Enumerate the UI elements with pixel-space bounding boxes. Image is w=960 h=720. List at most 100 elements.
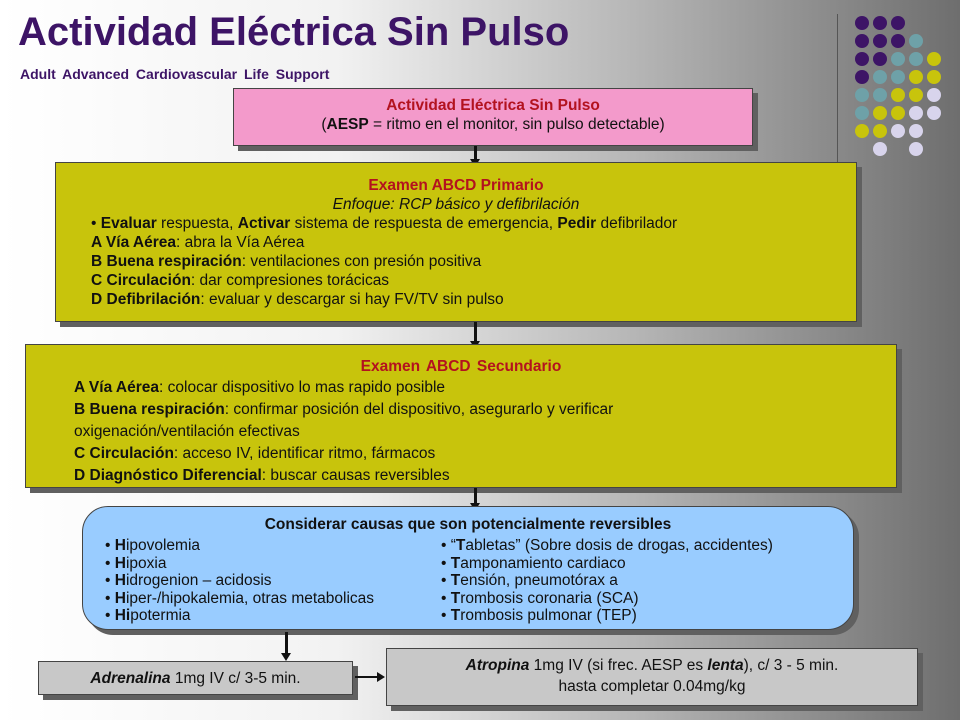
- line-text: : colocar dispositivo lo mas rapido posi…: [159, 379, 446, 396]
- atropine-drug: Atropina: [465, 657, 530, 674]
- cause-letter: H: [114, 572, 126, 589]
- dot: [909, 124, 923, 138]
- cause-letter: H: [114, 589, 126, 607]
- primary-line-d: D Defibrilación: evaluar y descargar si …: [91, 290, 856, 309]
- activar-word: Activar: [237, 215, 291, 232]
- pea-definition-box: Actividad Eléctrica Sin Pulso (AESP = ri…: [233, 88, 753, 146]
- cause-text: abletas” (Sobre dosis de drogas, acciden…: [465, 537, 773, 554]
- atropine-line2: hasta completar 0.04mg/kg: [558, 678, 746, 695]
- line-text: : confirmar posición del dispositivo, as…: [224, 401, 614, 418]
- secondary-abcd-box: Examen ABCD Secundario A Vía Aérea: colo…: [25, 344, 897, 488]
- evaluar-word: Evaluar: [100, 215, 157, 232]
- line-text: sistema de respuesta de emergencia,: [290, 215, 558, 232]
- line-text: : abra la Vía Aérea: [176, 234, 305, 251]
- line-label: B Buena respiración: [74, 401, 225, 418]
- focus-label: Enfoque: [332, 196, 391, 213]
- cause-text: rombosis pulmonar (TEP): [460, 607, 637, 624]
- reversible-causes-box: Considerar causas que son potencialmente…: [82, 506, 854, 630]
- line-label: C Circulación: [91, 272, 191, 289]
- dot: [855, 70, 869, 84]
- page-subtitle: Adult Advanced Cardiovascular Life Suppo…: [20, 66, 330, 82]
- line-label: C Circulación: [74, 445, 174, 462]
- cause-text: idrogenion – acidosis: [125, 572, 272, 589]
- cause-text: potermia: [130, 607, 191, 624]
- dot: [873, 106, 887, 120]
- quote-mark: “: [450, 537, 456, 554]
- dot: [873, 16, 887, 30]
- cause-letter: T: [455, 537, 466, 554]
- bullet: •: [91, 215, 101, 232]
- line-label: D Diagnóstico Diferencial: [74, 467, 262, 484]
- dot: [909, 142, 923, 156]
- atropine-line1: Atropina 1mg IV (si frec. AESP es lenta)…: [387, 655, 917, 676]
- dot: [909, 106, 923, 120]
- cause-letter: H: [114, 537, 126, 554]
- dot: [909, 70, 923, 84]
- arrow-right: [355, 676, 377, 678]
- cause-text: ipoxia: [125, 554, 167, 572]
- pedir-word: Pedir: [557, 215, 597, 232]
- primary-focus: Enfoque: RCP básico y defibrilación: [56, 195, 856, 214]
- secondary-line-a: A Vía Aérea: colocar dispositivo lo mas …: [74, 377, 896, 399]
- paren-open: (: [321, 116, 327, 133]
- atropine-interval: ), c/ 3 - 5 min.: [743, 657, 839, 674]
- dot: [891, 52, 905, 66]
- primary-list: • Evaluar respuesta, Activar sistema de …: [56, 214, 856, 309]
- adrenaline-dose: 1mg IV c/ 3-5 min.: [170, 670, 301, 687]
- cause-t-item: • Trombosis pulmonar (TEP): [441, 607, 637, 624]
- primary-box-title: Examen ABCD Primario: [368, 177, 544, 194]
- arrow-right-head: [377, 672, 385, 682]
- secondary-line-d: D Diagnóstico Diferencial: buscar causas…: [74, 465, 896, 487]
- cause-t-item: • “Tabletas” (Sobre dosis de drogas, acc…: [441, 537, 773, 554]
- cause-text: ipovolemia: [125, 537, 201, 554]
- cause-h-item: • Hipotermia: [105, 607, 191, 624]
- secondary-line-c: C Circulación: acceso IV, identificar ri…: [74, 443, 896, 465]
- causes-box-title: Considerar causas que son potencialmente…: [264, 516, 672, 533]
- arrow-down: [470, 146, 480, 167]
- atropine-slow: lenta: [707, 657, 744, 674]
- line-text: : buscar causas reversibles: [261, 467, 450, 484]
- secondary-line-b: B Buena respiración: confirmar posición …: [74, 399, 896, 421]
- cause-h-item: • Hipoxia: [105, 554, 167, 572]
- dot: [855, 34, 869, 48]
- page-title: Actividad Eléctrica Sin Pulso: [18, 10, 570, 54]
- cause-letter: H: [114, 554, 126, 572]
- dot: [873, 142, 887, 156]
- cause-letter: Hi: [114, 607, 131, 624]
- dot: [891, 70, 905, 84]
- cause-letter: T: [450, 607, 461, 624]
- dot: [891, 88, 905, 102]
- arrow-down: [470, 322, 480, 349]
- cause-text: amponamiento cardiaco: [460, 554, 626, 572]
- adrenaline-drug: Adrenalina: [90, 670, 171, 687]
- atropine-box: Atropina 1mg IV (si frec. AESP es lenta)…: [386, 648, 918, 706]
- dot: [855, 52, 869, 66]
- dot: [873, 88, 887, 102]
- primary-line-evaluate: • Evaluar respuesta, Activar sistema de …: [91, 214, 856, 233]
- dot: [909, 34, 923, 48]
- causes-right-list: • “Tabletas” (Sobre dosis de drogas, acc…: [441, 537, 773, 625]
- pea-box-definition: (AESP = ritmo en el monitor, sin pulso d…: [234, 115, 752, 134]
- cause-letter: T: [450, 572, 461, 589]
- line-label: B Buena respiración: [91, 253, 242, 270]
- cause-h-item: • Hipovolemia: [105, 537, 201, 554]
- dot: [909, 88, 923, 102]
- primary-abcd-box: Examen ABCD Primario Enfoque: RCP básico…: [55, 162, 857, 322]
- dot: [927, 88, 941, 102]
- dot: [873, 124, 887, 138]
- line-text: : evaluar y descargar si hay FV/TV sin p…: [200, 291, 504, 308]
- line-label: A Vía Aérea: [91, 234, 177, 251]
- cause-text: iper-/hipokalemia, otras metabolicas: [125, 589, 375, 607]
- cause-text: ensión, pneumotórax a: [460, 572, 618, 589]
- causes-left-list: • Hipovolemia • Hipoxia • Hidrogenion – …: [105, 537, 374, 625]
- dot: [927, 106, 941, 120]
- dot: [891, 34, 905, 48]
- primary-line-b: B Buena respiración: ventilaciones con p…: [91, 252, 856, 271]
- arrow-down: [470, 488, 480, 511]
- cause-h-item: • Hidrogenion – acidosis: [105, 572, 272, 589]
- pea-definition-text: = ritmo en el monitor, sin pulso detecta…: [368, 116, 665, 133]
- primary-line-a: A Vía Aérea: abra la Vía Aérea: [91, 233, 856, 252]
- dot: [873, 70, 887, 84]
- cause-letter: T: [450, 589, 461, 607]
- secondary-line-b-cont: oxigenación/ventilación efectivas: [74, 423, 300, 440]
